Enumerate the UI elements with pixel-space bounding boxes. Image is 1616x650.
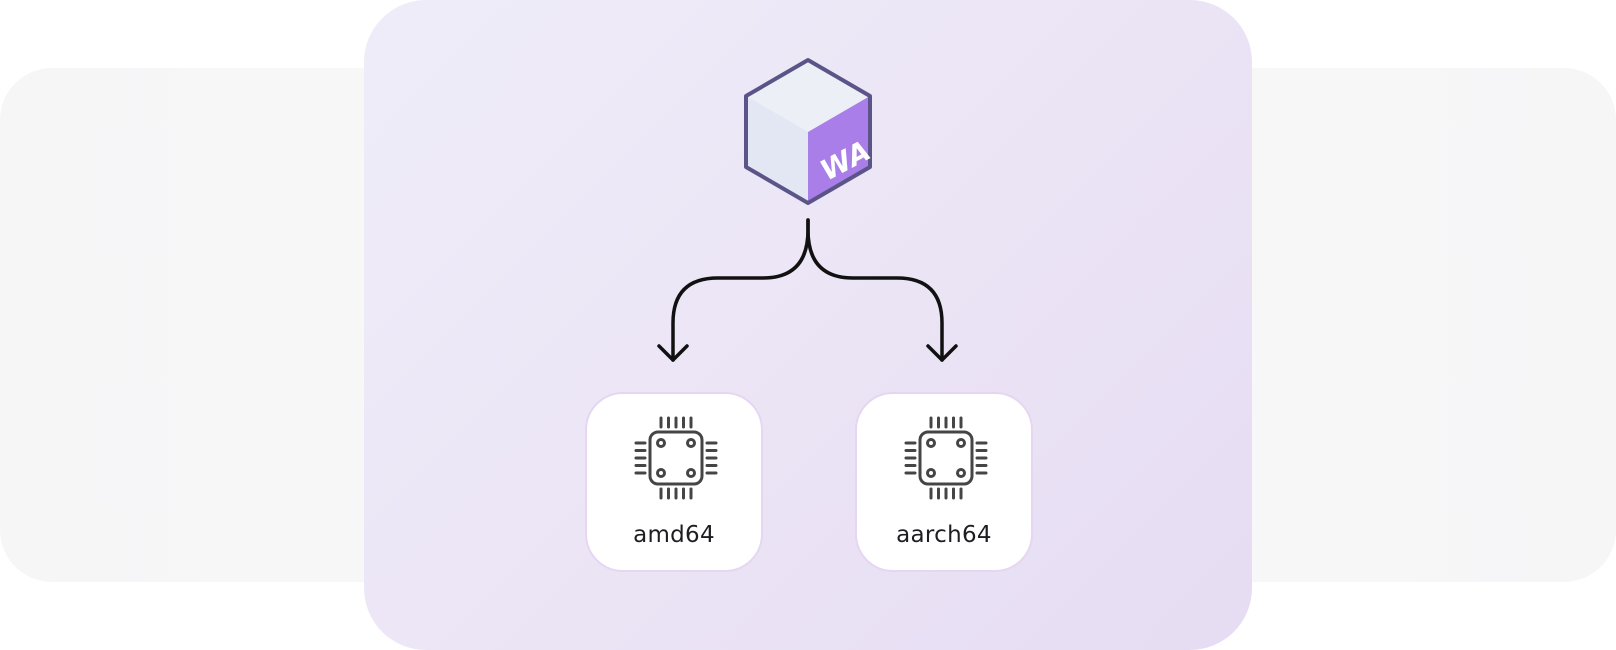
cpu-chip-icon	[904, 416, 988, 500]
target-card-aarch64: aarch64	[855, 392, 1033, 572]
arrowhead-aarch64	[926, 344, 958, 362]
arrowhead-amd64	[657, 344, 689, 362]
branch-arrows	[657, 218, 958, 362]
arrow-to-aarch64	[806, 218, 944, 362]
cpu-chip-icon	[634, 416, 718, 500]
arrow-to-amd64	[671, 218, 810, 362]
target-label-amd64: amd64	[633, 522, 715, 548]
package-cube-icon: WA	[744, 58, 876, 205]
target-label-aarch64: aarch64	[896, 522, 992, 548]
target-card-amd64: amd64	[585, 392, 763, 572]
